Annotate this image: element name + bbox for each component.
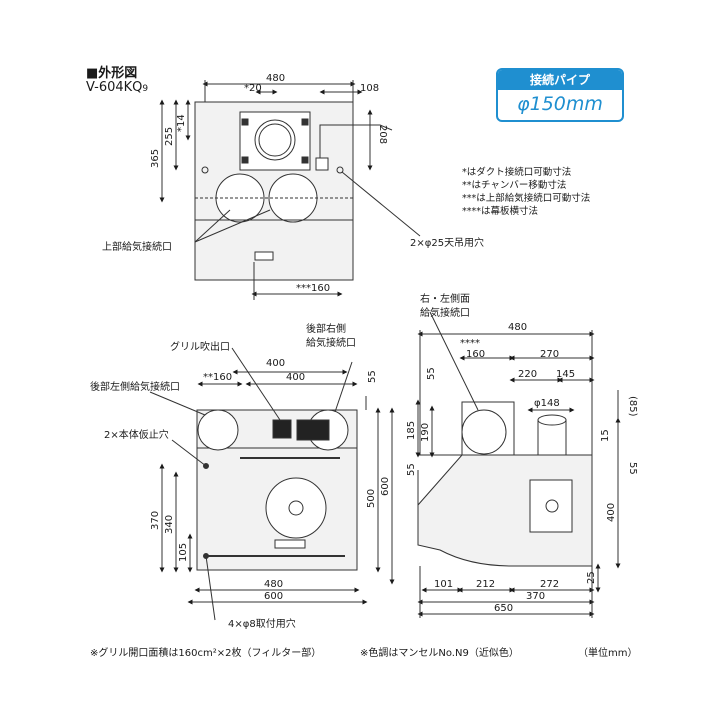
dim-front-400a: 400 <box>266 358 285 369</box>
dim-side-272: 272 <box>540 579 559 590</box>
dim-side-270: 270 <box>540 349 559 360</box>
dim-front-55: 55 <box>367 370 378 383</box>
dim-side-190: 190 <box>420 423 431 442</box>
top-view <box>159 80 421 300</box>
dim-side-400: 400 <box>606 503 617 522</box>
front-supply-left <box>197 409 239 451</box>
dim-top-160: ***160 <box>296 283 330 294</box>
dim-side-85: (85) <box>627 396 638 417</box>
dim-side-dia: φ148 <box>534 398 560 409</box>
dim-side-55b: 55 <box>406 463 417 476</box>
model-suffix: 9 <box>142 84 149 94</box>
dim-side-650: 650 <box>494 603 513 614</box>
dim-side-101: 101 <box>434 579 453 590</box>
side-view <box>415 311 621 618</box>
dim-front-600: 600 <box>380 477 391 496</box>
label-rear-left: 後部左側給気接続口 <box>90 380 180 393</box>
front-view <box>149 347 395 621</box>
dim-front-600w: 600 <box>264 591 283 602</box>
dim-side-25: 25 <box>586 571 597 584</box>
dim-top-208: 208 <box>377 125 388 144</box>
legend-item: **はチャンバー移動寸法 <box>462 180 567 191</box>
dim-front-500: 500 <box>366 489 377 508</box>
dim-front-480: 480 <box>264 579 283 590</box>
label-rear-right-2: 給気接続口 <box>306 336 356 349</box>
model-name: V-604KQ <box>86 80 143 95</box>
dim-front-340: 340 <box>164 515 175 534</box>
legend-item: ***は上部給気接続口可動寸法 <box>462 193 591 204</box>
grille-left <box>272 419 292 439</box>
dim-side-160: 160 <box>466 349 485 360</box>
dim-front-400b: 400 <box>286 372 305 383</box>
pipe-badge-label: 接続パイプ <box>498 70 622 90</box>
section-title: ■外形図 <box>86 66 138 81</box>
label-grille-outlet: グリル吹出口 <box>170 340 230 353</box>
pipe-badge: 接続パイプ φ150mm <box>496 68 624 122</box>
model-number: V-604KQ9 <box>86 80 148 95</box>
side-supply-circle <box>461 409 507 455</box>
footer-note-grille: ※グリル開口面積は160cm²×2枚（フィルター部） <box>90 648 322 659</box>
label-temp-holes: 2×本体仮止穴 <box>104 428 169 441</box>
dim-top-480: 480 <box>266 73 285 84</box>
label-mount-holes: 4×φ8取付用穴 <box>228 617 296 630</box>
dim-top-20: *20 <box>244 83 262 94</box>
dim-top-14: *14 <box>176 114 187 132</box>
dim-side-212: 212 <box>476 579 495 590</box>
footer-unit: （単位mm） <box>578 648 638 659</box>
dim-side-185: 185 <box>406 421 417 440</box>
dim-side-145: 145 <box>556 369 575 380</box>
dim-top-365: 365 <box>150 149 161 168</box>
label-hang-holes: 2×φ25天吊用穴 <box>410 236 484 249</box>
legend: *はダクト接続口可動寸法 **はチャンバー移動寸法 ***は上部給気接続口可動寸… <box>462 166 590 218</box>
dim-side-220: 220 <box>518 369 537 380</box>
footer-note-color: ※色調はマンセルNo.N9（近似色） <box>360 648 519 659</box>
dim-side-4star: **** <box>460 338 480 349</box>
fan-circle <box>265 477 327 539</box>
legend-item: ****は幕板横寸法 <box>462 206 539 217</box>
dim-top-108: 108 <box>360 83 379 94</box>
label-side-supply-2: 給気接続口 <box>420 306 470 319</box>
dim-side-370: 370 <box>526 591 545 602</box>
dim-side-15: 15 <box>600 429 611 442</box>
dim-front-160: **160 <box>203 372 232 383</box>
pipe-badge-value: φ150mm <box>517 93 603 115</box>
dim-side-480: 480 <box>508 322 527 333</box>
dim-side-55a: 55 <box>426 367 437 380</box>
dim-top-255: 255 <box>164 127 175 146</box>
legend-item: *はダクト接続口可動寸法 <box>462 167 572 178</box>
dim-side-55c: 55 <box>627 462 638 475</box>
top-duct-circle <box>254 119 296 161</box>
dim-front-370: 370 <box>150 511 161 530</box>
label-rear-right: 後部右側 <box>306 322 346 335</box>
dim-front-105: 105 <box>178 543 189 562</box>
grille-right <box>296 419 330 441</box>
label-side-supply: 右・左側面 <box>420 292 470 305</box>
label-top-supply: 上部給気接続口 <box>102 240 172 253</box>
